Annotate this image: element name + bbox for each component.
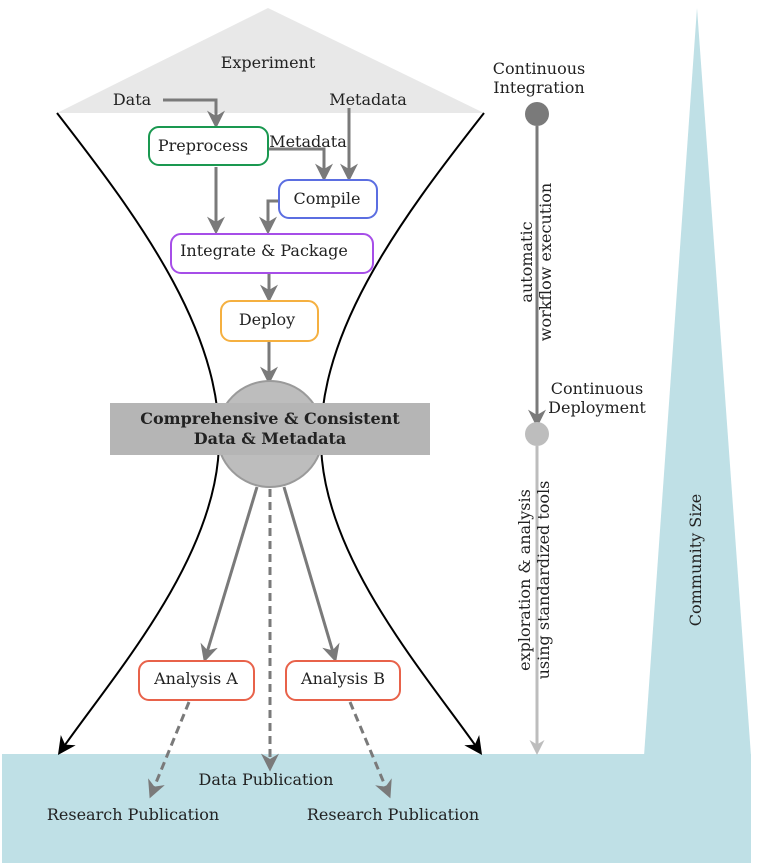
integrate-box (170, 233, 374, 274)
analysis-a-label: Analysis A (153, 669, 238, 688)
arrow-compile-to-integrate (259, 199, 279, 235)
explore-label-line1: exploration & analysis (515, 489, 534, 671)
analysis-b-label: Analysis B (300, 669, 385, 688)
integrate-label: Integrate & Package (180, 241, 348, 260)
research-publication-right: Research Publication (307, 805, 479, 824)
deploy-box (220, 300, 319, 342)
community-size-triangle (644, 8, 751, 756)
explore-label-line2: using standardized tools (534, 481, 553, 680)
compile-label: Compile (294, 189, 361, 208)
experiment-data-label: Data (113, 90, 152, 109)
arrow-analysis-b-to-publication (348, 701, 392, 799)
experiment-triangle (57, 8, 484, 113)
deploy-label: Deploy (239, 310, 295, 329)
preprocess-label: Preprocess (158, 136, 248, 155)
compile-box (278, 179, 378, 219)
auto-label-line2: workflow execution (536, 183, 555, 341)
auto-label-line1: automatic (517, 221, 536, 302)
arrow-analysis-a-to-publication (148, 701, 191, 799)
ground-band (2, 754, 751, 863)
arrow-data-to-preprocess (163, 98, 225, 129)
hourglass-right-curve (319, 112, 485, 755)
arrow-preprocess-metadata-to-compile (268, 147, 333, 182)
experiment-metadata-label: Metadata (329, 90, 407, 109)
preprocess-metadata-label: Metadata (269, 132, 347, 151)
ci-label-line2: Integration (493, 78, 584, 97)
ci-node (525, 102, 549, 126)
hourglass-left-curve (56, 112, 221, 755)
arrow-core-to-analysis-b (282, 486, 340, 663)
data-publication-label: Data Publication (199, 770, 334, 789)
experiment-title: Experiment (221, 53, 316, 72)
core-label-line1: Comprehensive & Consistent (140, 409, 400, 428)
cd-node (525, 422, 549, 446)
cd-label-line1: Continuous (551, 379, 643, 398)
preprocess-box (148, 126, 269, 166)
cd-label-line2: Deployment (548, 398, 646, 417)
ci-label-line1: Continuous (493, 59, 585, 78)
core-label-line2: Data & Metadata (194, 429, 347, 448)
analysis-b-box (285, 660, 401, 701)
research-publication-left: Research Publication (47, 805, 219, 824)
arrow-core-to-analysis-a (200, 486, 259, 663)
analysis-a-box (138, 660, 255, 701)
community-size-label: Community Size (686, 494, 705, 626)
core-banner (110, 403, 430, 455)
